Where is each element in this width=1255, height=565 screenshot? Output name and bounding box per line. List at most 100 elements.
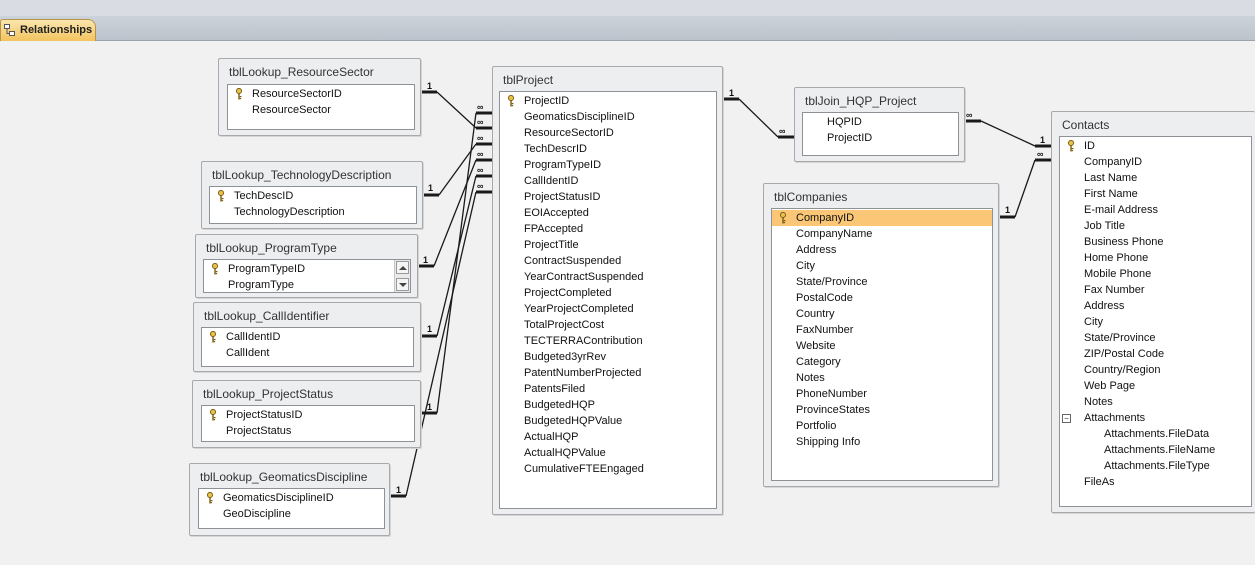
field-row[interactable]: Attachments.FileType	[1060, 458, 1251, 474]
field-row[interactable]: Country	[772, 306, 992, 322]
field-row[interactable]: Address	[772, 242, 992, 258]
scroll-up-button[interactable]	[396, 261, 409, 274]
field-row[interactable]: First Name	[1060, 186, 1251, 202]
table-tblLookup-ResourceSector[interactable]: tblLookup_ResourceSector ResourceSectorI…	[218, 58, 421, 136]
field-row[interactable]: CallIdentID	[202, 329, 413, 345]
field-row[interactable]: BudgetedHQPValue	[500, 413, 716, 429]
field-row[interactable]: Shipping Info	[772, 434, 992, 450]
field-row[interactable]: Notes	[1060, 394, 1251, 410]
field-row[interactable]: CompanyID	[772, 210, 992, 226]
field-row[interactable]: Web Page	[1060, 378, 1251, 394]
field-row[interactable]: ActualHQP	[500, 429, 716, 445]
field-row[interactable]: ProjectStatusID	[500, 189, 716, 205]
table-title[interactable]: tblLookup_ResourceSector	[229, 65, 374, 79]
field-row[interactable]: CallIdentID	[500, 173, 716, 189]
field-row[interactable]: ProgramTypeID	[500, 157, 716, 173]
field-row[interactable]: ProjectStatusID	[202, 407, 414, 423]
field-row[interactable]: Notes	[772, 370, 992, 386]
field-row[interactable]: E-mail Address	[1060, 202, 1251, 218]
field-row[interactable]: ID	[1060, 138, 1251, 154]
field-row[interactable]: YearContractSuspended	[500, 269, 716, 285]
relationship-line[interactable]	[436, 112, 477, 414]
table-title[interactable]: tblProject	[503, 73, 554, 87]
relationship-line[interactable]	[1014, 159, 1036, 218]
collapse-icon[interactable]: −	[1062, 414, 1071, 423]
table-title[interactable]: Contacts	[1062, 118, 1110, 132]
field-row[interactable]: CumulativeFTEEngaged	[500, 461, 716, 477]
field-row[interactable]: Portfolio	[772, 418, 992, 434]
table-title[interactable]: tblLookup_CallIdentifier	[204, 309, 330, 323]
field-row[interactable]: Attachments.FileData	[1060, 426, 1251, 442]
field-row[interactable]: Mobile Phone	[1060, 266, 1251, 282]
field-row[interactable]: State/Province	[772, 274, 992, 290]
table-title[interactable]: tblLookup_ProgramType	[206, 241, 337, 255]
field-row[interactable]: PatentsFiled	[500, 381, 716, 397]
field-row[interactable]: ProjectCompleted	[500, 285, 716, 301]
field-row[interactable]: FPAccepted	[500, 221, 716, 237]
field-row[interactable]: Country/Region	[1060, 362, 1251, 378]
table-tblLookup-GeomaticsDiscipline[interactable]: tblLookup_GeomaticsDiscipline GeomaticsD…	[189, 463, 390, 536]
field-row[interactable]: ProjectStatus	[202, 423, 414, 439]
field-row[interactable]: TotalProjectCost	[500, 317, 716, 333]
field-row[interactable]: TechnologyDescription	[210, 204, 416, 220]
field-row[interactable]: YearProjectCompleted	[500, 301, 716, 317]
field-row[interactable]: EOIAccepted	[500, 205, 716, 221]
field-row[interactable]: State/Province	[1060, 330, 1251, 346]
relationship-line[interactable]	[436, 175, 477, 337]
tab-relationships[interactable]: Relationships	[0, 19, 96, 41]
relationship-line[interactable]	[980, 120, 1036, 147]
field-row[interactable]: ResourceSectorID	[500, 125, 716, 141]
field-row[interactable]: City	[1060, 314, 1251, 330]
field-row[interactable]: CompanyID	[1060, 154, 1251, 170]
field-row[interactable]: PhoneNumber	[772, 386, 992, 402]
field-row[interactable]: ActualHQPValue	[500, 445, 716, 461]
field-row[interactable]: Website	[772, 338, 992, 354]
field-row[interactable]: ResourceSector	[228, 102, 414, 118]
field-row[interactable]: Last Name	[1060, 170, 1251, 186]
field-row[interactable]: −Attachments	[1060, 410, 1251, 426]
field-row[interactable]: City	[772, 258, 992, 274]
field-row[interactable]: Address	[1060, 298, 1251, 314]
field-row[interactable]: Home Phone	[1060, 250, 1251, 266]
field-row[interactable]: Fax Number	[1060, 282, 1251, 298]
table-title[interactable]: tblJoin_HQP_Project	[805, 94, 917, 108]
table-title[interactable]: tblCompanies	[774, 190, 848, 204]
field-row[interactable]: GeomaticsDisciplineID	[199, 490, 384, 506]
scroll-down-button[interactable]	[396, 278, 409, 291]
field-row[interactable]: ProvinceStates	[772, 402, 992, 418]
field-row[interactable]: GeomaticsDisciplineID	[500, 109, 716, 125]
field-row[interactable]: Budgeted3yrRev	[500, 349, 716, 365]
field-row[interactable]: FileAs	[1060, 474, 1251, 490]
field-row[interactable]: FaxNumber	[772, 322, 992, 338]
table-title[interactable]: tblLookup_TechnologyDescription	[212, 168, 392, 182]
field-row[interactable]: ProjectTitle	[500, 237, 716, 253]
field-row[interactable]: ResourceSectorID	[228, 86, 414, 102]
field-row[interactable]: GeoDiscipline	[199, 506, 384, 522]
table-title[interactable]: tblLookup_ProjectStatus	[203, 387, 334, 401]
field-row[interactable]: ProgramTypeID	[204, 261, 410, 277]
field-row[interactable]: PatentNumberProjected	[500, 365, 716, 381]
field-row[interactable]: ProgramType	[204, 277, 410, 292]
field-row[interactable]: Category	[772, 354, 992, 370]
field-row[interactable]: ContractSuspended	[500, 253, 716, 269]
field-row[interactable]: ZIP/Postal Code	[1060, 346, 1251, 362]
relationship-line[interactable]	[436, 91, 477, 129]
field-row[interactable]: CompanyName	[772, 226, 992, 242]
table-title[interactable]: tblLookup_GeomaticsDiscipline	[200, 470, 368, 484]
